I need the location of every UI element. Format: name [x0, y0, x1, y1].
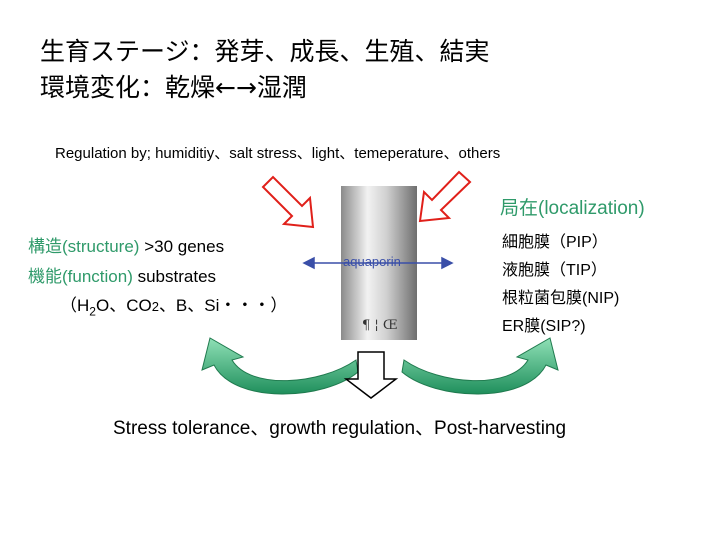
regulation-line: Regulation by; humiditiy、salt stress、lig… — [55, 145, 501, 162]
localization-heading: 局在(localization) — [500, 198, 645, 219]
outcomes-line: Stress tolerance、growth regulation、Post-… — [113, 418, 567, 439]
red-arrow-right — [418, 170, 472, 223]
substrate-molecules: （H2O、CO2、B、Si・・・） — [60, 291, 287, 318]
structure-line: 構造(structure) >30 genes — [28, 232, 224, 257]
green-arrow-left — [201, 337, 359, 395]
localization-item-pip: 細胞膜（PIP） — [502, 234, 608, 251]
channel-glyphs: ¶ ¦ Œ — [362, 318, 398, 333]
aquaporin-label: aquaporin — [343, 254, 401, 269]
function-label: 機能(function) — [28, 267, 133, 286]
molecules-sub2: 2 — [151, 299, 159, 314]
red-arrow-left — [261, 175, 315, 229]
down-block-arrow — [343, 351, 399, 399]
localization-item-tip: 液胞膜（TIP） — [502, 262, 607, 279]
title-growth-stage: 生育ステージ：発芽、成長、生殖、結実 — [40, 37, 490, 66]
green-arrow-right — [401, 337, 559, 395]
structure-value: >30 genes — [139, 237, 225, 256]
molecules-rest: 、B、Si・・・） — [158, 296, 288, 315]
structure-label: 構造(structure) — [28, 237, 140, 256]
title-environment-change: 環境変化：乾燥←→湿潤 — [40, 73, 307, 102]
molecules-open: （H — [60, 296, 90, 315]
function-line: 機能(function) substrates — [28, 262, 216, 287]
function-value: substrates — [132, 267, 217, 286]
molecules-mid: O、CO — [95, 296, 152, 315]
molecules-sub1: 2 — [89, 304, 96, 319]
membrane-double-arrow — [302, 256, 454, 270]
localization-item-sip: ER膜(SIP?) — [502, 318, 586, 335]
localization-item-nip: 根粒菌包膜(NIP) — [502, 290, 620, 307]
